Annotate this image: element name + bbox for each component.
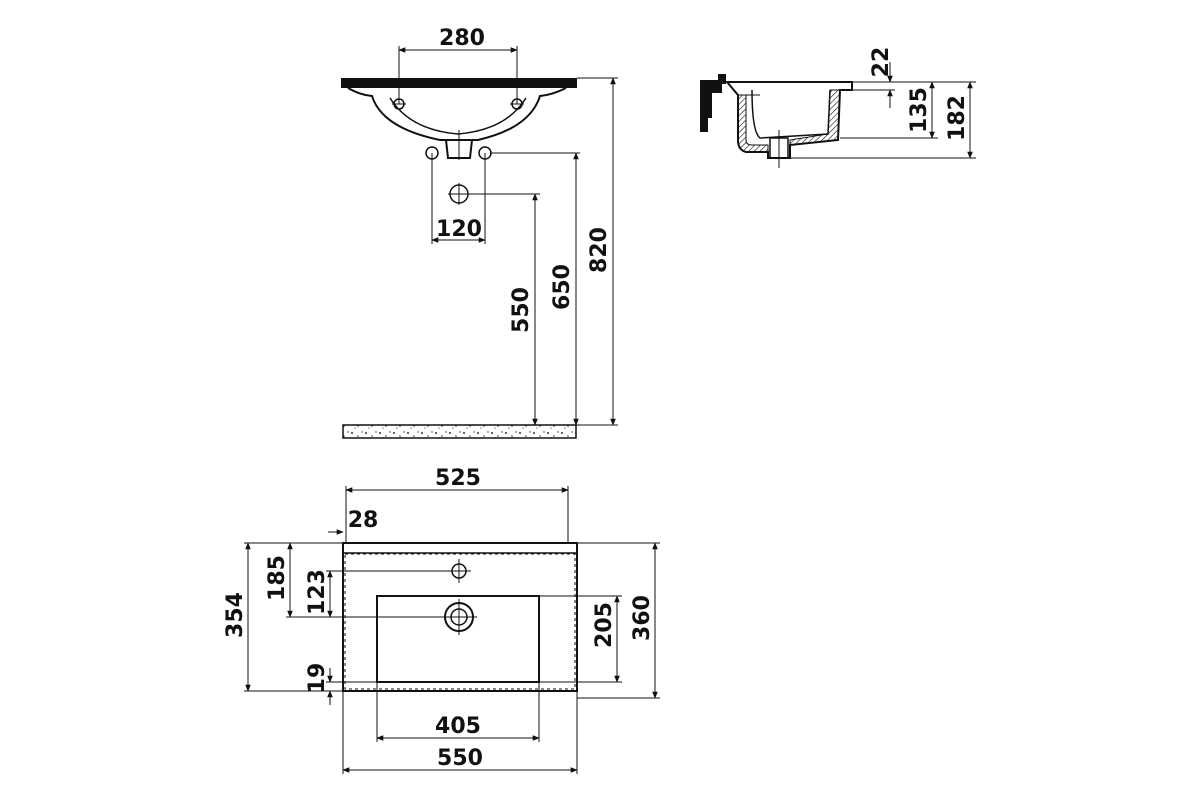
dim-inner-width: 525: [435, 466, 481, 491]
front-view: 280 120 550 650 820: [341, 26, 618, 439]
dim-bowl-width: 405: [435, 714, 481, 739]
basin-top-slab: [341, 78, 577, 88]
basin-bowl: [347, 87, 567, 141]
basin-bowl-plan: [376, 595, 540, 683]
dim-depth-inner: 354: [223, 592, 248, 638]
dim-tap-offset: 185: [265, 555, 290, 601]
dim-tap-hole-spacing: 280: [439, 26, 485, 51]
dim-rim-thickness: 22: [869, 47, 894, 78]
dim-depth-outer: 360: [630, 595, 655, 641]
dim-total-width: 550: [437, 746, 483, 771]
dim-drain-offset: 123: [305, 569, 330, 615]
dim-drain-height: 650: [550, 264, 575, 310]
floor-slab: [342, 424, 577, 439]
side-view: 22 135 182: [700, 47, 976, 168]
dim-mount-height: 550: [509, 287, 534, 333]
dim-edge-offset: 28: [348, 508, 379, 533]
dim-total-height: 182: [945, 95, 970, 141]
dim-bowl-inset: 19: [305, 663, 330, 694]
wall-outlet: [448, 183, 470, 205]
dim-bowl-length: 205: [592, 602, 617, 648]
plan-view: 525 28 354 185 123 19 205 360: [223, 466, 660, 774]
dim-bowl-depth: 135: [907, 87, 932, 133]
dim-top-height: 820: [587, 227, 612, 273]
wall-bracket: [700, 80, 722, 132]
dim-mount-hole-spacing: 120: [436, 217, 482, 242]
